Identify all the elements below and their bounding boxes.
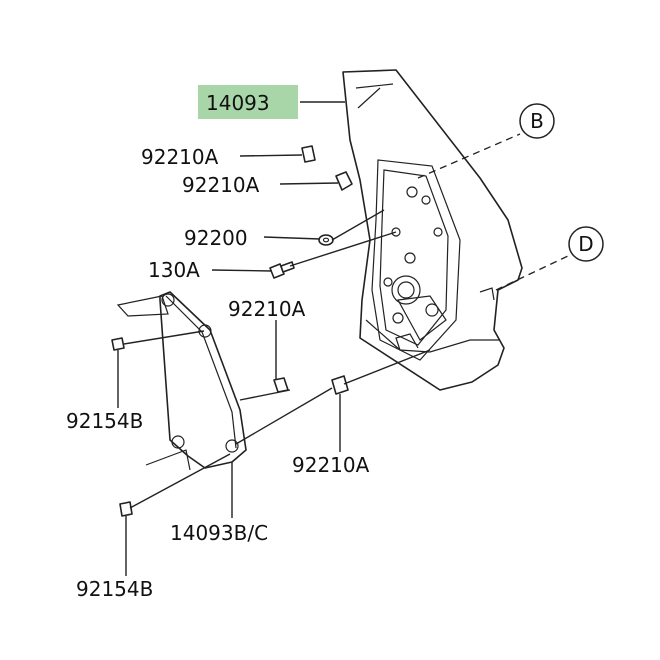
svg-text:B: B bbox=[530, 109, 544, 133]
clip-second-part bbox=[335, 171, 353, 191]
label-washer: 92200 bbox=[184, 226, 248, 250]
washer-part bbox=[318, 234, 334, 246]
screw-upper-part bbox=[111, 337, 125, 351]
label-screw-lower: 92154B bbox=[76, 577, 153, 601]
svg-text:14093: 14093 bbox=[206, 91, 270, 115]
screw-lower-part bbox=[119, 501, 133, 517]
label-side-cover: 14093B/C bbox=[170, 521, 268, 545]
main-panel bbox=[342, 69, 523, 391]
guide-lower bbox=[145, 449, 191, 471]
bolt-part bbox=[269, 261, 295, 279]
callout-d-line bbox=[495, 255, 569, 291]
callout-b-line bbox=[417, 133, 521, 179]
clip-bottom-part bbox=[331, 375, 349, 395]
label-clip-bottom: 92210A bbox=[292, 453, 370, 477]
svg-text:D: D bbox=[578, 232, 593, 256]
label-main-panel: 14093 bbox=[198, 85, 298, 119]
label-clip-lower: 92210A bbox=[228, 297, 306, 321]
clip-lower-part bbox=[273, 377, 289, 393]
clip-top-part bbox=[301, 145, 316, 163]
label-screw-upper: 92154B bbox=[66, 409, 143, 433]
label-bolt: 130A bbox=[148, 258, 200, 282]
label-clip-second: 92210A bbox=[182, 173, 260, 197]
label-clip-top: 92210A bbox=[141, 145, 219, 169]
callout-b: B bbox=[519, 103, 555, 139]
side-cover bbox=[159, 291, 247, 469]
callout-d: D bbox=[568, 226, 604, 262]
assembly-lines bbox=[117, 101, 431, 576]
guide-upper bbox=[116, 295, 169, 317]
